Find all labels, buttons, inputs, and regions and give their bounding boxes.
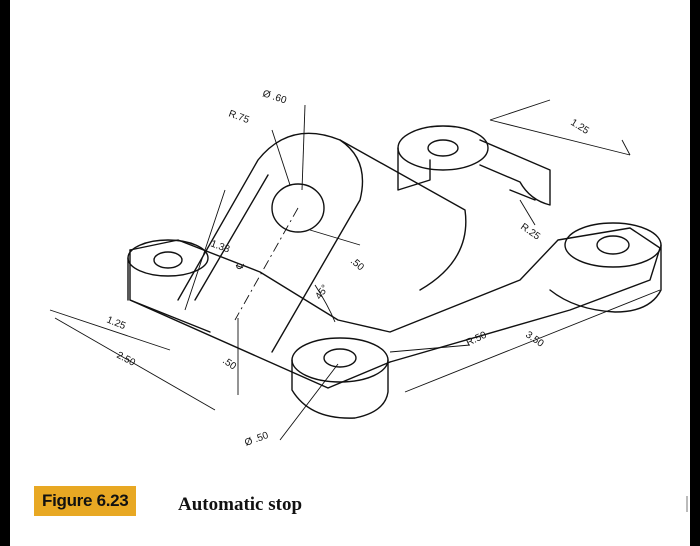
dim-line-dia60	[301, 104, 306, 191]
front-boss-top	[291, 337, 389, 383]
dim-350: 3.50	[523, 329, 546, 349]
dim-line-top-125-ext1	[489, 99, 551, 121]
arm-inner-edge	[194, 174, 269, 301]
dim-line-left-125	[49, 309, 171, 351]
base-plate-top-edge	[129, 227, 661, 363]
right-boss-side	[549, 244, 662, 313]
dim-line-top-125-ext2	[621, 139, 631, 156]
base-plate-bottom-left-edge	[129, 299, 211, 333]
arm-hole	[271, 183, 325, 233]
base-plate-left-face	[129, 249, 391, 389]
right-boss-hole	[596, 235, 630, 255]
left-boss-top	[127, 239, 209, 277]
dim-line-r75	[271, 129, 291, 186]
dim-line-350	[404, 289, 661, 393]
dim-line-top-125	[489, 119, 631, 156]
back-boss-top	[397, 125, 489, 171]
back-boss-hole	[427, 139, 459, 157]
front-boss-hole	[323, 348, 357, 368]
figure-number-badge: Figure 6.23	[34, 486, 137, 516]
figure-caption: Automatic stop	[178, 494, 303, 515]
dim-50-thick: .50	[220, 355, 238, 372]
dim-line-r50	[389, 344, 471, 353]
back-slot	[479, 139, 551, 206]
dim-r75: R.75	[227, 108, 251, 126]
dim-left-250: 2.50	[115, 350, 138, 369]
arm-outer	[177, 132, 364, 353]
dim-dia-50: Ø .50	[243, 430, 270, 449]
centerline-arm	[234, 207, 299, 321]
figure-frame: Ø .60 R.75 1.38 ℄ .50 45° 1.25 2.50 .50 …	[10, 0, 690, 546]
automatic-stop-drawing: Ø .60 R.75 1.38 ℄ .50 45° 1.25 2.50 .50 …	[49, 88, 662, 449]
dim-r25: R.25	[518, 221, 542, 242]
dim-centerline: ℄	[234, 261, 247, 272]
dim-line-138	[184, 189, 226, 311]
dim-line-50-arm	[309, 229, 361, 246]
front-boss-side	[291, 359, 389, 419]
dim-50-arm: .50	[348, 256, 366, 274]
dim-line-left-250	[54, 317, 216, 411]
dim-line-dia50	[279, 363, 339, 441]
back-boss-side	[397, 147, 431, 191]
dim-arc-45	[314, 284, 336, 323]
right-boss-top	[564, 222, 662, 268]
dim-r50: R.50	[465, 330, 489, 349]
page-edge-mark	[686, 496, 688, 512]
arm-rear-edge	[339, 139, 467, 291]
dim-dia-60: Ø .60	[261, 88, 288, 106]
dim-line-r25	[519, 199, 536, 226]
dim-45: 45°	[313, 283, 331, 302]
left-boss-hole	[153, 251, 183, 269]
dim-top-125: 1.25	[568, 117, 591, 137]
